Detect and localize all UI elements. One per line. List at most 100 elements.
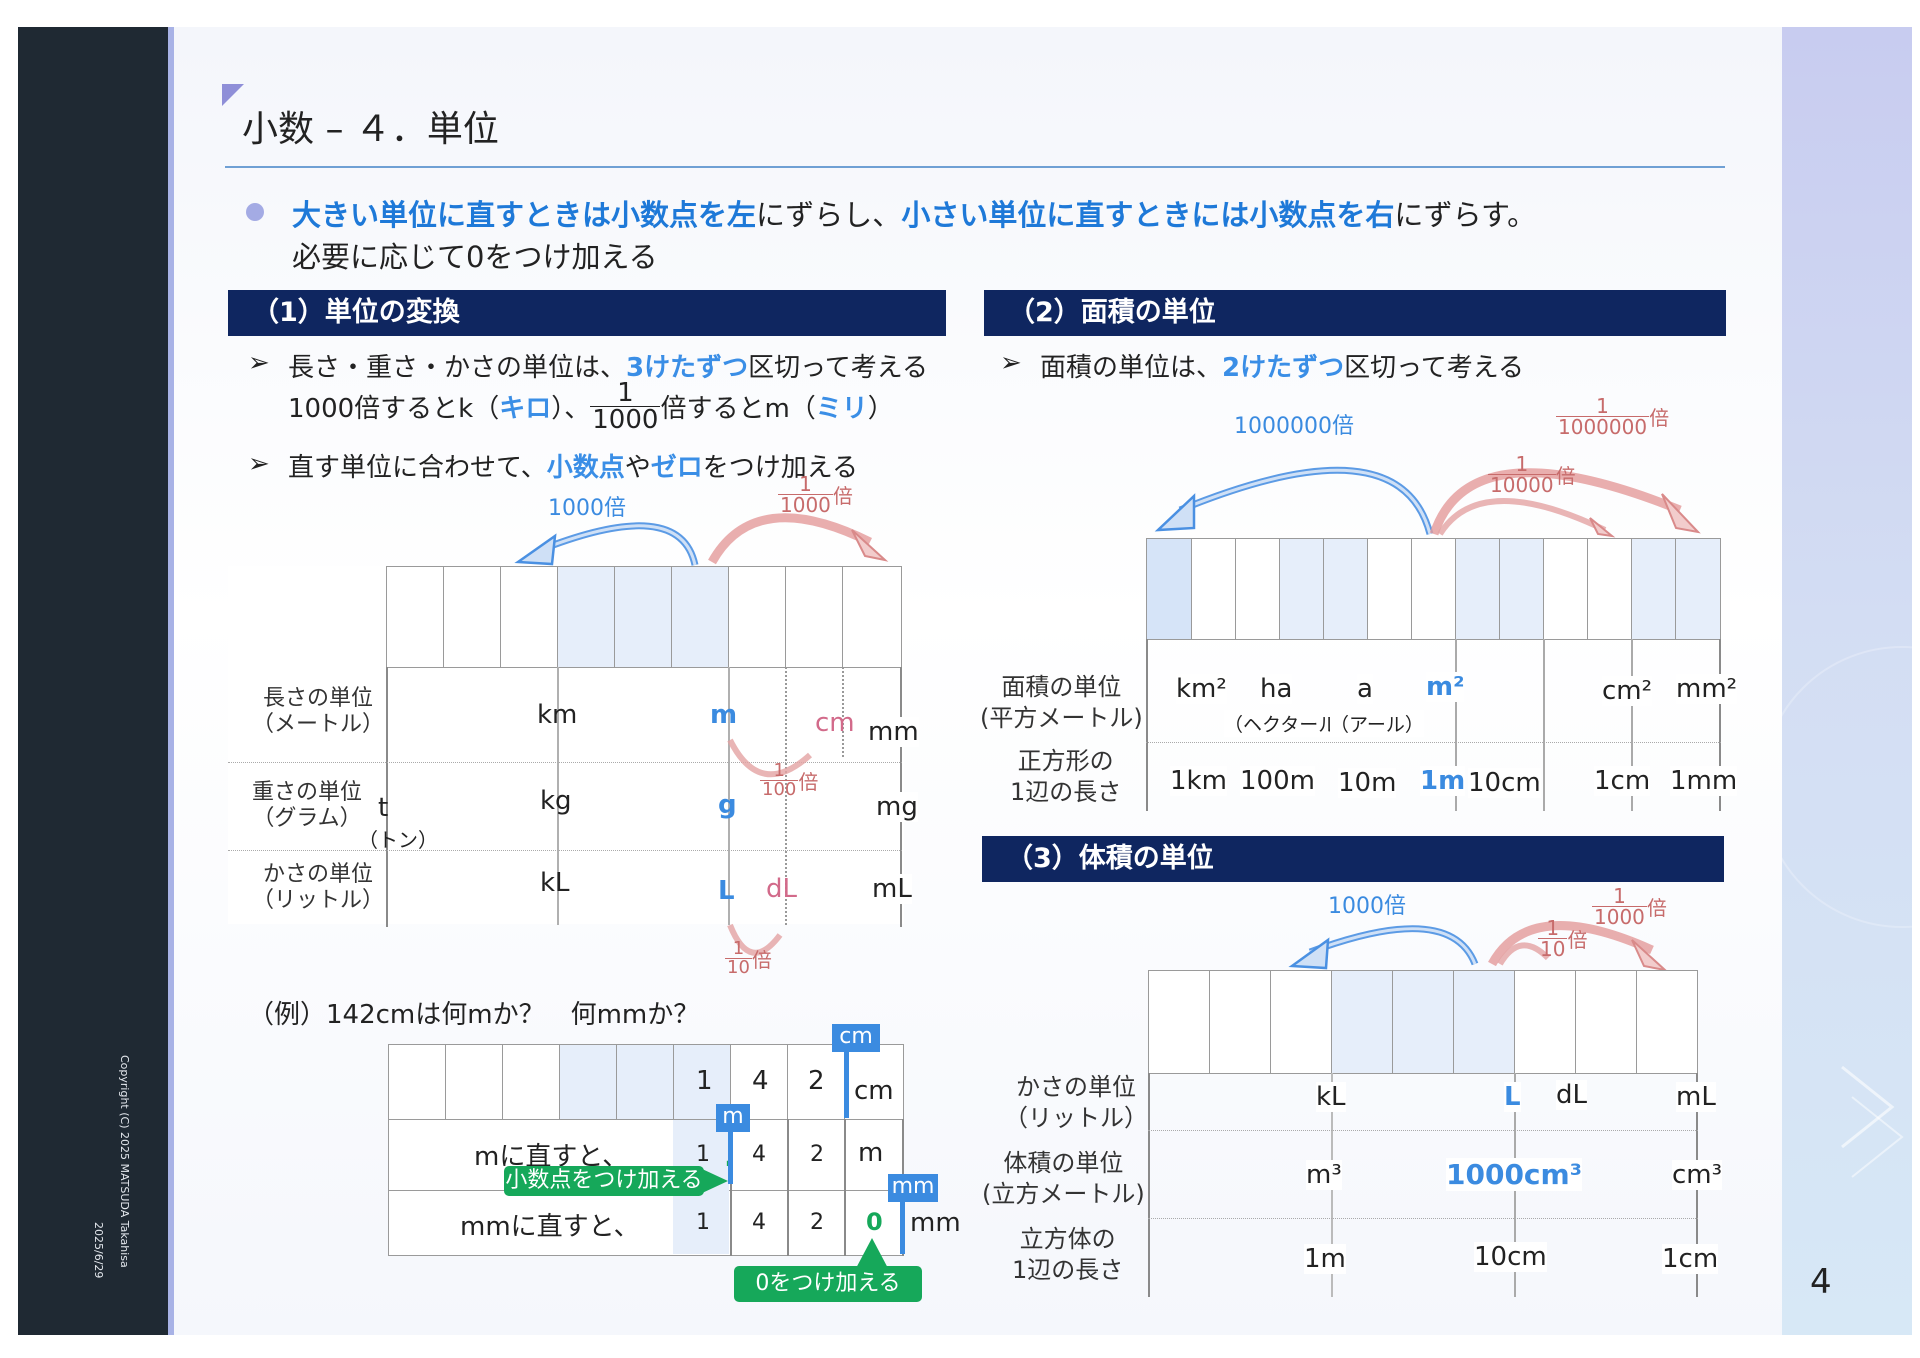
sec1-bullet-2: 直す単位に合わせて、小数点やゼロをつけ加える [288, 453, 858, 483]
sec3-row2-label: 体積の単位(立方メートル) [982, 1149, 1145, 1209]
digit-cell [785, 566, 843, 668]
sec2-arrows [1154, 466, 1701, 538]
digit-cell [671, 566, 729, 668]
example-r2-d2: 4 [752, 1142, 766, 1167]
page-title: 小数 – ４．単位 [242, 109, 499, 150]
sec3-arrow-1000x: 1000倍 [1328, 894, 1406, 919]
copyright-text: Copyright (C) 2025 MATSUDA Takahisa [118, 1055, 131, 1268]
tag-mm: mm [888, 1174, 938, 1202]
area-unit-cm2: cm² [1602, 676, 1653, 706]
row-label-volume: かさの単位（リットル） [252, 862, 385, 914]
example-r1-d1: 1 [696, 1066, 713, 1096]
page-number: 4 [1810, 1262, 1832, 1302]
sec2-arrow-1000000x: 1000000倍 [1234, 414, 1354, 439]
section3-heading: （3）体積の単位 [982, 836, 1724, 882]
length-1mm: 1mm [1670, 766, 1738, 796]
vol-unit-mL: mL [1676, 1082, 1716, 1112]
row-label-weight: 重さの単位（グラム） [252, 780, 363, 832]
example-r2-d3: 2 [810, 1142, 824, 1167]
title-corner-mark [222, 84, 244, 106]
sec2-row1-label: 面積の単位(平方メートル) [980, 673, 1143, 733]
title-rule [225, 166, 1725, 168]
bullet-text-a: にずらし、 [756, 198, 902, 232]
bullet-text-b: にずらす。 [1394, 198, 1537, 232]
sec3-row1-label: かさの単位（リットル） [1004, 1073, 1148, 1133]
length-10m: 10m [1338, 768, 1397, 798]
digit-cell [728, 566, 786, 668]
vol-unit-cm3: cm³ [1672, 1160, 1723, 1190]
section2-heading: （2）面積の単位 [984, 290, 1726, 336]
length-100m: 100m [1240, 766, 1315, 796]
bullet-line-2: 必要に応じて0をつけ加える [292, 240, 658, 274]
area-unit-m2: m² [1426, 672, 1465, 702]
area-unit-km2: km² [1176, 674, 1227, 704]
sec1-arrow-1000x: 1000倍 [548, 496, 626, 521]
example-r2-unit: m [858, 1138, 884, 1168]
unit-mL: mL [872, 874, 912, 904]
digit-cell [557, 566, 615, 668]
sec2-bullet: 面積の単位は、2けたずつ区切って考える [1040, 353, 1525, 383]
vol-unit-kL: kL [1316, 1082, 1346, 1112]
area-unit-a: a [1357, 674, 1373, 704]
cube-1m: 1m [1304, 1244, 1346, 1274]
unit-km: km [537, 700, 578, 730]
example-r1-unit: cm [854, 1076, 894, 1106]
example-r1-d2: 4 [752, 1066, 769, 1096]
row-label-length: 長さの単位（メートル） [252, 686, 385, 738]
bullet-line-1: 大きい単位に直すときは小数点を左にずらし、小さい単位に直すときには小数点を右にず… [292, 192, 1536, 234]
left-sidebar [18, 27, 168, 1335]
length-1cm: 1cm [1594, 766, 1651, 796]
chevron-right-icon: ➢ [248, 449, 270, 479]
example-r3-unit: mm [910, 1208, 961, 1238]
example-r1-d3: 2 [808, 1066, 825, 1096]
bullet-dot-icon [246, 203, 264, 221]
sec3-arrows [1288, 921, 1669, 972]
unit-cm: cm [815, 708, 855, 738]
digit-cell [614, 566, 672, 668]
length-1m: 1m [1420, 766, 1466, 796]
area-unit-ha: ha [1260, 674, 1293, 704]
sec1-arrows [514, 513, 889, 566]
unit-mg: mg [876, 792, 918, 822]
bullet-highlight-left: 大きい単位に直すときは小数点を左 [292, 198, 757, 232]
vol-unit-1000cm3: 1000cm³ [1446, 1158, 1582, 1191]
chevron-right-icon: ➢ [248, 348, 270, 378]
cube-10cm: 10cm [1474, 1242, 1547, 1272]
example-r3-d1: 1 [696, 1210, 710, 1235]
unit-m: m [710, 700, 738, 730]
bullet-highlight-right: 小さい単位に直すときには小数点を右 [901, 198, 1395, 232]
example-question: （例）142cmは何mか？ 何mmか？ [248, 1000, 700, 1030]
unit-dL: dL [766, 874, 797, 904]
tag-m: m [716, 1104, 750, 1132]
vol-unit-m3: m³ [1306, 1160, 1342, 1190]
digit-cell [842, 566, 902, 668]
tag-cm: cm [832, 1024, 880, 1052]
vol-unit-dL: dL [1556, 1080, 1587, 1110]
date-text: 2025/6/29 [92, 1222, 105, 1279]
length-1km: 1km [1170, 766, 1227, 796]
sec1-bullet-1: 長さ・重さ・かさの単位は、3けたずつ区切って考える [288, 353, 929, 383]
right-decorative-panel [1782, 27, 1912, 1335]
unit-g: g [718, 790, 737, 820]
area-unit-mm2: mm² [1676, 674, 1738, 704]
example-r3-d2: 4 [752, 1210, 766, 1235]
chevron-right-icon: ➢ [1000, 348, 1022, 378]
green-tag-zero: 0をつけ加える [734, 1266, 922, 1302]
unit-kL: kL [540, 868, 570, 898]
sec1-sub-arrows [727, 738, 813, 956]
example-r3-d4: 0 [866, 1208, 883, 1236]
unit-kg: kg [540, 786, 572, 816]
example-r3-label: mmに直すと、 [460, 1212, 640, 1242]
cube-1cm: 1cm [1662, 1244, 1719, 1274]
green-tag-decimal: 小数点をつけ加える [504, 1166, 704, 1196]
example-r2-d1: 1 [696, 1142, 710, 1167]
